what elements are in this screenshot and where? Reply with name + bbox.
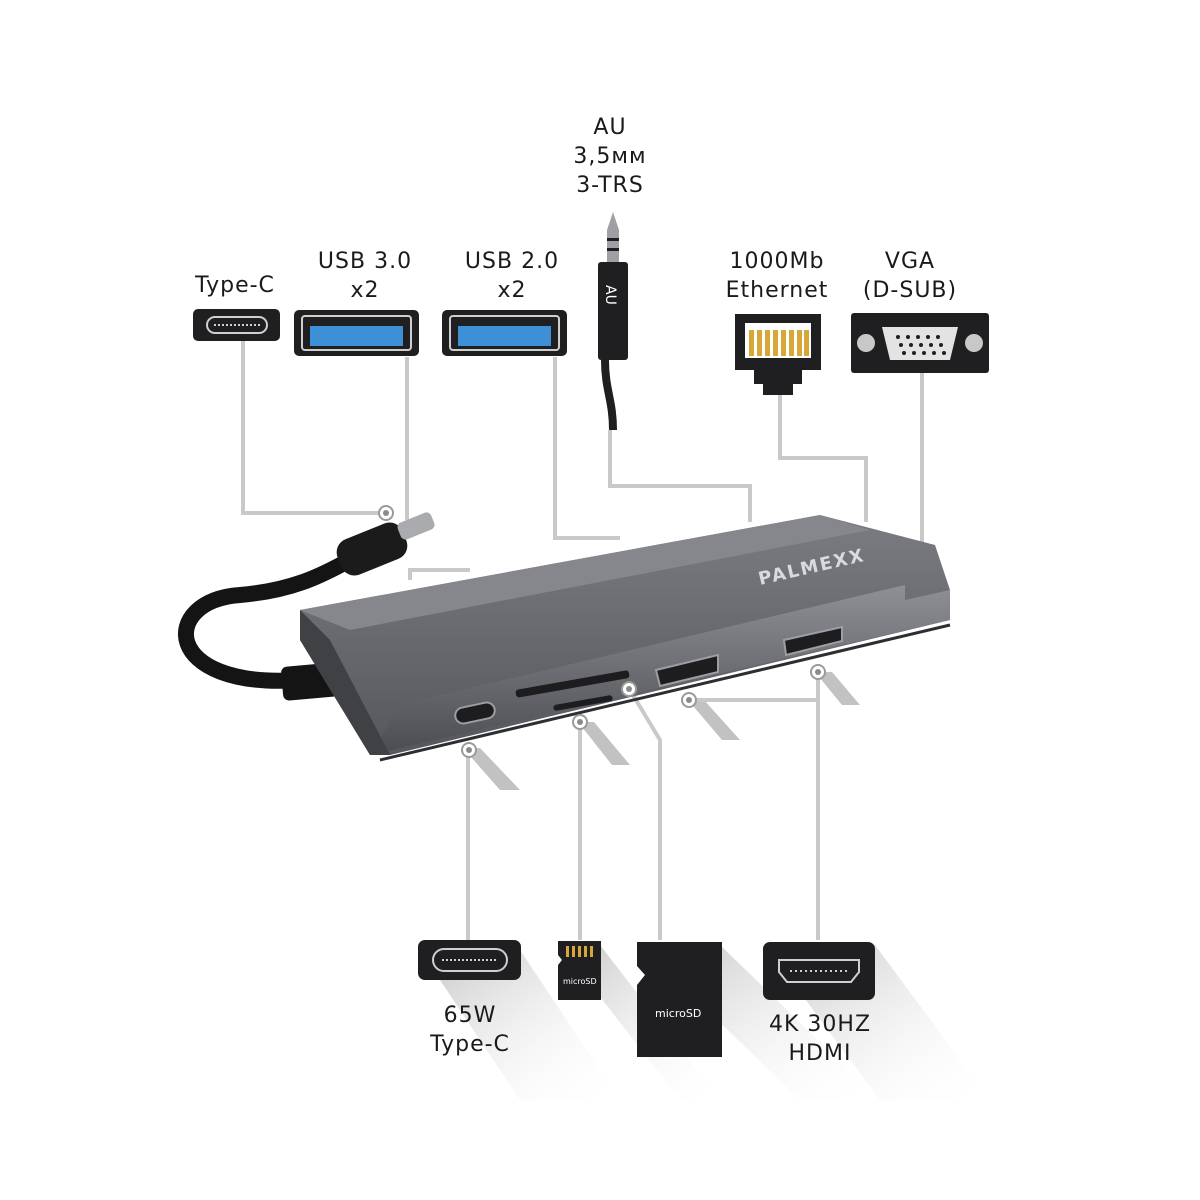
leader-typec (241, 340, 380, 515)
leader-audio (608, 430, 752, 522)
label-typec: Type-C (195, 273, 275, 298)
ethernet-connector-icon (735, 314, 821, 395)
audio-jack-icon: AU (598, 212, 628, 431)
leader-hdmi (690, 698, 820, 940)
label-audio: AU 3,5мм 3-TRS (573, 115, 647, 198)
leader-ethernet (778, 395, 868, 522)
front-displayport (654, 653, 719, 688)
pd-typec-connector-icon (418, 940, 521, 980)
leader-usb20 (553, 357, 620, 540)
microsd-card-icon: microSD (558, 941, 601, 1000)
label-vga: VGA (D-SUB) (862, 249, 958, 303)
front-typec-port (454, 701, 496, 725)
microsd-card-label: microSD (563, 977, 597, 986)
label-usb30: USB 3.0 x2 (317, 249, 413, 303)
sd-card-label: microSD (655, 1007, 701, 1020)
typec-connector-icon (193, 309, 280, 341)
front-ports (454, 625, 843, 725)
front-hdmi-port (782, 625, 843, 657)
leader-sd (628, 688, 662, 940)
leader-lines (241, 340, 924, 940)
sd-card-icon: microSD (637, 942, 722, 1057)
label-pd: 65W Type-C (430, 1003, 510, 1057)
vga-connector-icon (851, 313, 989, 373)
front-microsd-slot (553, 695, 613, 711)
usb20-connector-icon (442, 310, 567, 356)
leader-usb-lower (408, 568, 470, 580)
usb30-connector-icon (294, 310, 419, 356)
front-sd-slot (515, 670, 630, 698)
hdmi-connector-icon (763, 942, 875, 1000)
label-ethernet: 1000Mb Ethernet (725, 249, 829, 303)
jack-label: AU (602, 285, 618, 305)
label-hdmi: 4K 30HZ HDMI (768, 1012, 872, 1066)
label-usb20: USB 2.0 x2 (464, 249, 560, 303)
